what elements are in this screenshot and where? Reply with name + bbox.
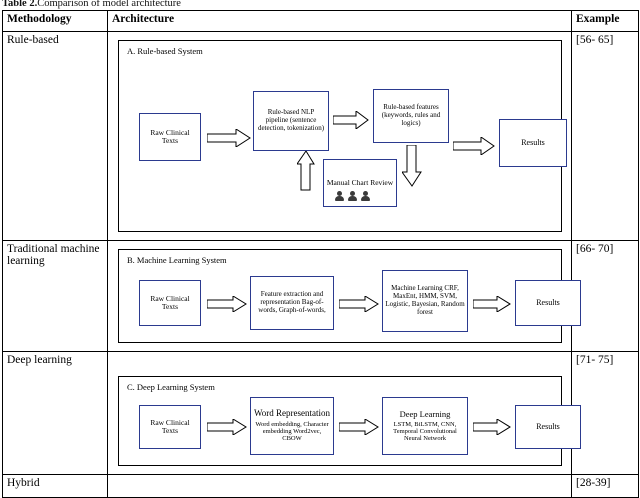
node-results: Results xyxy=(515,280,581,326)
arrow-model-to-results xyxy=(473,419,511,435)
cell-example-rule-based: [56- 65] xyxy=(571,31,639,241)
node-feature-extraction: Feature extraction and representation Ba… xyxy=(250,276,334,330)
cell-architecture-deep-learning: C. Deep Learning System Raw Clinical Tex… xyxy=(107,351,581,475)
table-header-row: Methodology Architecture Example xyxy=(2,10,639,32)
arrow-features-to-model xyxy=(339,296,379,312)
cell-example-hybrid: [28-39] xyxy=(571,474,639,498)
node-raw-clinical-texts: Raw Clinical Texts xyxy=(139,113,201,161)
node-machine-learning-models: Machine Learning CRF, MaxEnt, HMM, SVM, … xyxy=(382,270,468,332)
table-row: Traditional machine learning B. Machine … xyxy=(2,240,639,352)
column-header-methodology: Methodology xyxy=(2,10,108,32)
arrow-input-to-features xyxy=(207,296,247,312)
arrow-representation-to-model xyxy=(339,419,379,435)
table-row: Rule-based A. Rule-based System Raw Clin… xyxy=(2,31,639,241)
node-word-representation-title: Word Representation xyxy=(253,408,330,419)
node-deep-learning-title: Deep Learning xyxy=(399,408,451,419)
diagram-rule-based: A. Rule-based System Raw Clinical Texts … xyxy=(118,40,567,232)
cell-architecture-machine-learning: B. Machine Learning System Raw Clinical … xyxy=(107,240,581,352)
node-word-representation: Word Representation Word embedding, Char… xyxy=(250,397,334,455)
diagram-title-rule-based: A. Rule-based System xyxy=(127,46,203,56)
node-deep-learning-models: Deep Learning LSTM, BiLSTM, CNN, Tempora… xyxy=(382,397,468,455)
cell-example-deep-learning: [71- 75] xyxy=(571,351,639,475)
node-results: Results xyxy=(499,119,567,167)
diagram-title-machine-learning: B. Machine Learning System xyxy=(127,255,227,265)
table-caption-label: Table 2. xyxy=(2,0,38,9)
arrow-model-to-results xyxy=(473,296,511,312)
node-raw-clinical-texts: Raw Clinical Texts xyxy=(139,280,201,326)
table-row: Deep learning C. Deep Learning System Ra… xyxy=(2,351,639,475)
diagram-deep-learning: C. Deep Learning System Raw Clinical Tex… xyxy=(118,376,581,466)
table-caption: Table 2.Comparison of model architecture xyxy=(2,0,181,9)
cell-architecture-hybrid xyxy=(107,474,572,498)
cell-methodology-traditional-ml: Traditional machine learning xyxy=(2,240,108,352)
arrow-to-results xyxy=(453,137,495,155)
diagram-title-deep-learning: C. Deep Learning System xyxy=(127,382,215,392)
node-deep-learning-body: LSTM, BiLSTM, CNN, Temporal Convolutiona… xyxy=(393,420,457,443)
node-rule-based-nlp-pipeline: Rule-based NLP pipeline (sentence detect… xyxy=(253,91,329,151)
cell-architecture-rule-based: A. Rule-based System Raw Clinical Texts … xyxy=(107,31,572,241)
cell-example-traditional-ml: [66- 70] xyxy=(571,240,639,352)
comparison-table: Methodology Architecture Example Rule-ba… xyxy=(2,10,639,498)
node-rule-based-features: Rule-based features (keywords, rules and… xyxy=(373,89,449,143)
arrow-nlp-to-features xyxy=(333,111,369,129)
diagram-machine-learning: B. Machine Learning System Raw Clinical … xyxy=(118,249,581,343)
arrow-features-down xyxy=(402,145,422,187)
column-header-architecture: Architecture xyxy=(107,10,572,32)
node-word-representation-body: Word embedding, Character embedding Word… xyxy=(255,420,329,443)
cell-methodology-deep-learning: Deep learning xyxy=(2,351,108,475)
arrow-input-to-nlp xyxy=(207,129,251,147)
node-results: Results xyxy=(515,405,581,449)
table-caption-text: Comparison of model architecture xyxy=(37,0,181,9)
cell-methodology-rule-based: Rule-based xyxy=(2,31,108,241)
people-icon xyxy=(335,191,370,201)
table-row: Hybrid [28-39] xyxy=(2,474,639,498)
node-raw-clinical-texts: Raw Clinical Texts xyxy=(139,405,201,449)
cell-methodology-hybrid: Hybrid xyxy=(2,474,108,498)
arrow-input-to-representation xyxy=(207,419,247,435)
arrow-manual-to-nlp xyxy=(297,151,315,191)
column-header-example: Example xyxy=(571,10,639,32)
